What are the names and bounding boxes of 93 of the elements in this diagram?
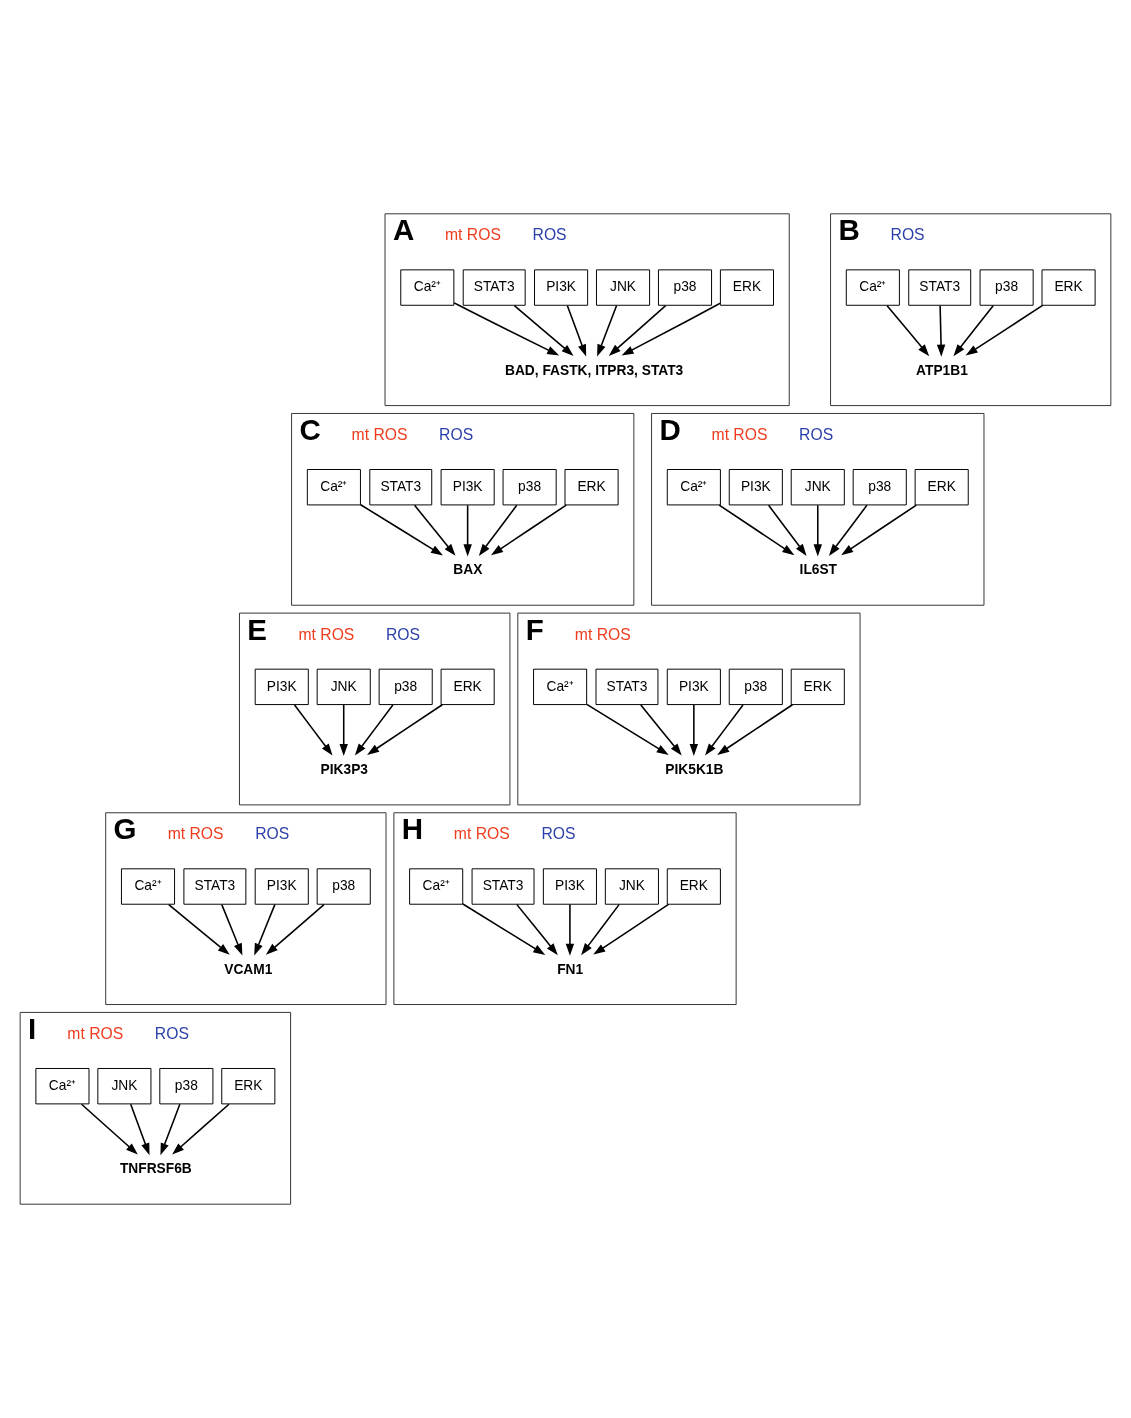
arrow [705,704,744,756]
node-box: ERK [719,269,774,306]
node-box: PI3K [254,668,309,706]
node-box: Ca²⁺ [533,668,588,706]
node-box: STAT3 [595,668,659,706]
arrow [953,304,994,357]
arrow [478,504,518,556]
node-box: PI3K [534,269,589,306]
arrow [717,704,794,755]
arrow [254,903,276,956]
arrow [129,1103,150,1156]
node-box: PI3K [542,868,597,905]
node-box: ERK [914,469,969,506]
arrow [168,903,230,955]
arrow [265,903,325,955]
node-box: p38 [502,469,557,506]
node-box: JNK [97,1068,152,1105]
arrow [359,503,443,556]
node-text: BAD, FASTK, ITPR3, STAT3 [505,362,684,378]
node-box: STAT3 [908,269,972,306]
node-box: p38 [159,1068,214,1105]
arrow [581,903,620,956]
arrow [491,504,567,556]
node-box: JNK [790,469,845,506]
node-box: STAT3 [369,469,433,506]
node-box: p38 [378,668,433,706]
arrow [597,304,618,357]
node-box: ERK [790,668,845,706]
arrow [608,304,667,356]
arrow [367,704,444,755]
node-box: Ca²⁺ [400,269,455,306]
node-box: STAT3 [183,868,247,905]
arrow [586,703,669,755]
arrow [828,504,868,556]
node-box: JNK [596,269,651,306]
node-box: JNK [316,668,371,706]
node-box: Ca²⁺ [306,469,361,506]
arrow [621,302,722,356]
arrow [516,903,558,956]
arrow [221,903,243,956]
node-box: p38 [316,868,371,905]
arrow [718,504,795,556]
arrow [293,704,333,756]
node-box: p38 [657,269,713,306]
node-text: PIK3P3 [320,762,368,778]
arrow [513,304,574,356]
node-box: p38 [852,469,907,506]
arrow [463,504,472,557]
node-text: PIK5K1B [665,762,724,778]
node-box: Ca²⁺ [35,1068,90,1105]
arrow [640,704,682,756]
arrow [813,504,822,557]
node-text: VCAM1 [224,961,273,977]
arrow [841,504,918,556]
node-text: BAX [453,562,483,578]
arrow [462,903,546,955]
node-text: FN1 [557,961,584,977]
node-text: ATP1B1 [916,362,968,378]
node-box: Ca²⁺ [666,469,721,506]
arrow [886,304,930,357]
node-box: p38 [979,269,1034,306]
node-text: IL6ST [799,562,838,578]
node-box: ERK [666,868,721,905]
node-box: ERK [564,469,619,506]
node-text: TNFRSF6B [119,1161,192,1177]
arrow [80,1103,138,1155]
arrow [339,704,348,757]
node-box: PI3K [440,469,495,506]
node-box: PI3K [728,469,783,506]
node-box: ERK [440,668,495,706]
node-box: ERK [221,1068,276,1105]
node-box: STAT3 [471,868,535,905]
arrow [566,304,587,357]
node-box: PI3K [254,868,309,905]
arrow [172,1103,230,1155]
node-box: Ca²⁺ [845,269,900,306]
arrow [593,903,670,955]
arrow [936,304,946,357]
node-box: PI3K [666,668,721,706]
arrow [453,302,560,356]
arrow [413,504,456,556]
node-box: Ca²⁺ [409,868,464,905]
arrow [565,903,575,956]
node-box: p38 [728,668,783,706]
arrow [160,1103,181,1156]
node-box: ERK [1041,269,1096,306]
arrow [767,504,807,556]
node-box: STAT3 [462,269,526,306]
node-box: JNK [604,868,659,905]
arrow [689,704,699,757]
node-box: Ca²⁺ [120,868,176,905]
arrow [354,704,394,756]
arrow [965,304,1044,356]
